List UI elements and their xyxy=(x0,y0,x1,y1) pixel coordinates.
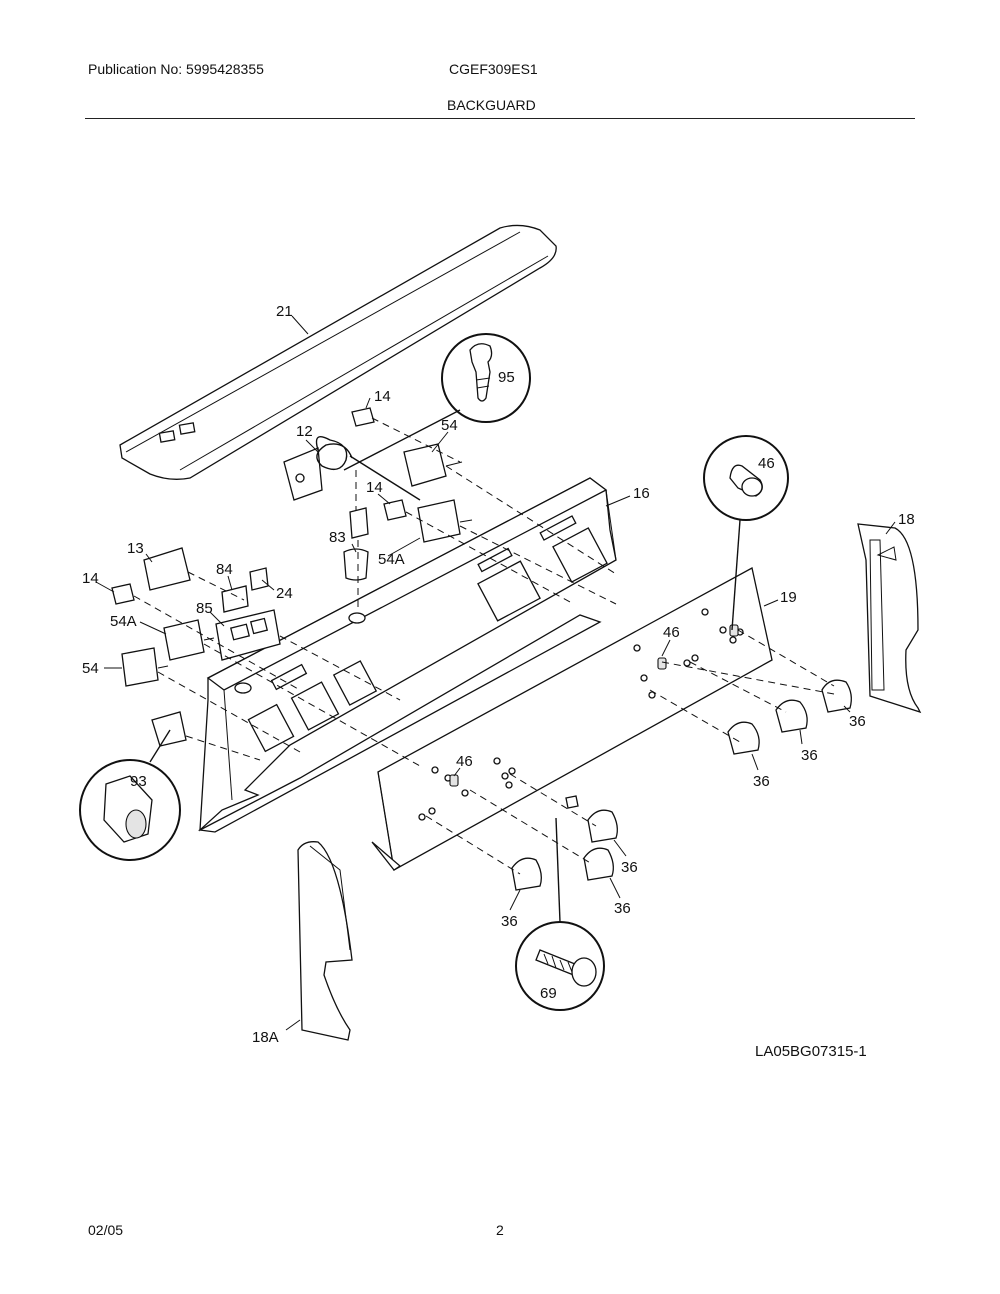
drawing-id: LA05BG07315-1 xyxy=(755,1043,867,1060)
callout-14: 14 xyxy=(374,388,391,405)
bracket-part xyxy=(151,711,187,747)
detail-circle-46 xyxy=(703,435,789,631)
screw-part xyxy=(555,817,561,923)
callout-83: 83 xyxy=(329,529,346,546)
callout-54a: 54A xyxy=(378,551,405,568)
callout-19: 19 xyxy=(780,589,797,606)
callout-46: 46 xyxy=(663,624,680,641)
model-number: CGEF309ES1 xyxy=(449,61,538,77)
callout-36: 36 xyxy=(621,859,638,876)
callout-13: 13 xyxy=(127,540,144,557)
callout-84: 84 xyxy=(216,561,233,578)
infinite-switch-part xyxy=(121,443,473,687)
callout-93: 93 xyxy=(130,773,147,790)
publication-number: Publication No: 5995428355 xyxy=(88,61,264,77)
callout-14: 14 xyxy=(366,479,383,496)
assembly-lines xyxy=(133,417,835,875)
callout-36: 36 xyxy=(801,747,818,764)
detail-circle-69 xyxy=(515,921,605,1011)
callout-14: 14 xyxy=(82,570,99,587)
header-rule xyxy=(85,118,915,119)
callout-46: 46 xyxy=(456,753,473,770)
backguard-frame-part xyxy=(197,477,617,833)
callout-69: 69 xyxy=(540,985,557,1002)
terminal-part xyxy=(111,407,407,605)
callout-16: 16 xyxy=(633,485,650,502)
right-side-trim-part xyxy=(857,523,922,714)
trim-strip-part xyxy=(119,224,557,480)
callout-36: 36 xyxy=(849,713,866,730)
callout-leaders xyxy=(95,315,896,1031)
switch-block-part xyxy=(143,547,281,661)
callout-54: 54 xyxy=(82,660,99,677)
callout-85: 85 xyxy=(196,600,213,617)
lamp-holder-part xyxy=(343,507,369,581)
callout-36: 36 xyxy=(501,913,518,930)
callout-18: 18 xyxy=(898,511,915,528)
callout-36: 36 xyxy=(614,900,631,917)
callout-46: 46 xyxy=(758,455,775,472)
callout-95: 95 xyxy=(498,369,515,386)
callout-54a: 54A xyxy=(110,613,137,630)
page-number: 2 xyxy=(496,1222,504,1238)
footer-date: 02/05 xyxy=(88,1222,124,1238)
detail-circle-95 xyxy=(343,333,531,471)
knob-part xyxy=(511,679,852,891)
callout-18a: 18A xyxy=(252,1029,279,1046)
detail-circle-93 xyxy=(79,729,181,861)
callout-54: 54 xyxy=(441,417,458,434)
section-title: BACKGUARD xyxy=(447,97,536,113)
callout-24: 24 xyxy=(276,585,293,602)
thermostat-part xyxy=(283,436,421,501)
left-side-trim-part xyxy=(297,841,353,1041)
callout-12: 12 xyxy=(296,423,313,440)
callout-36: 36 xyxy=(753,773,770,790)
callout-21: 21 xyxy=(276,303,293,320)
